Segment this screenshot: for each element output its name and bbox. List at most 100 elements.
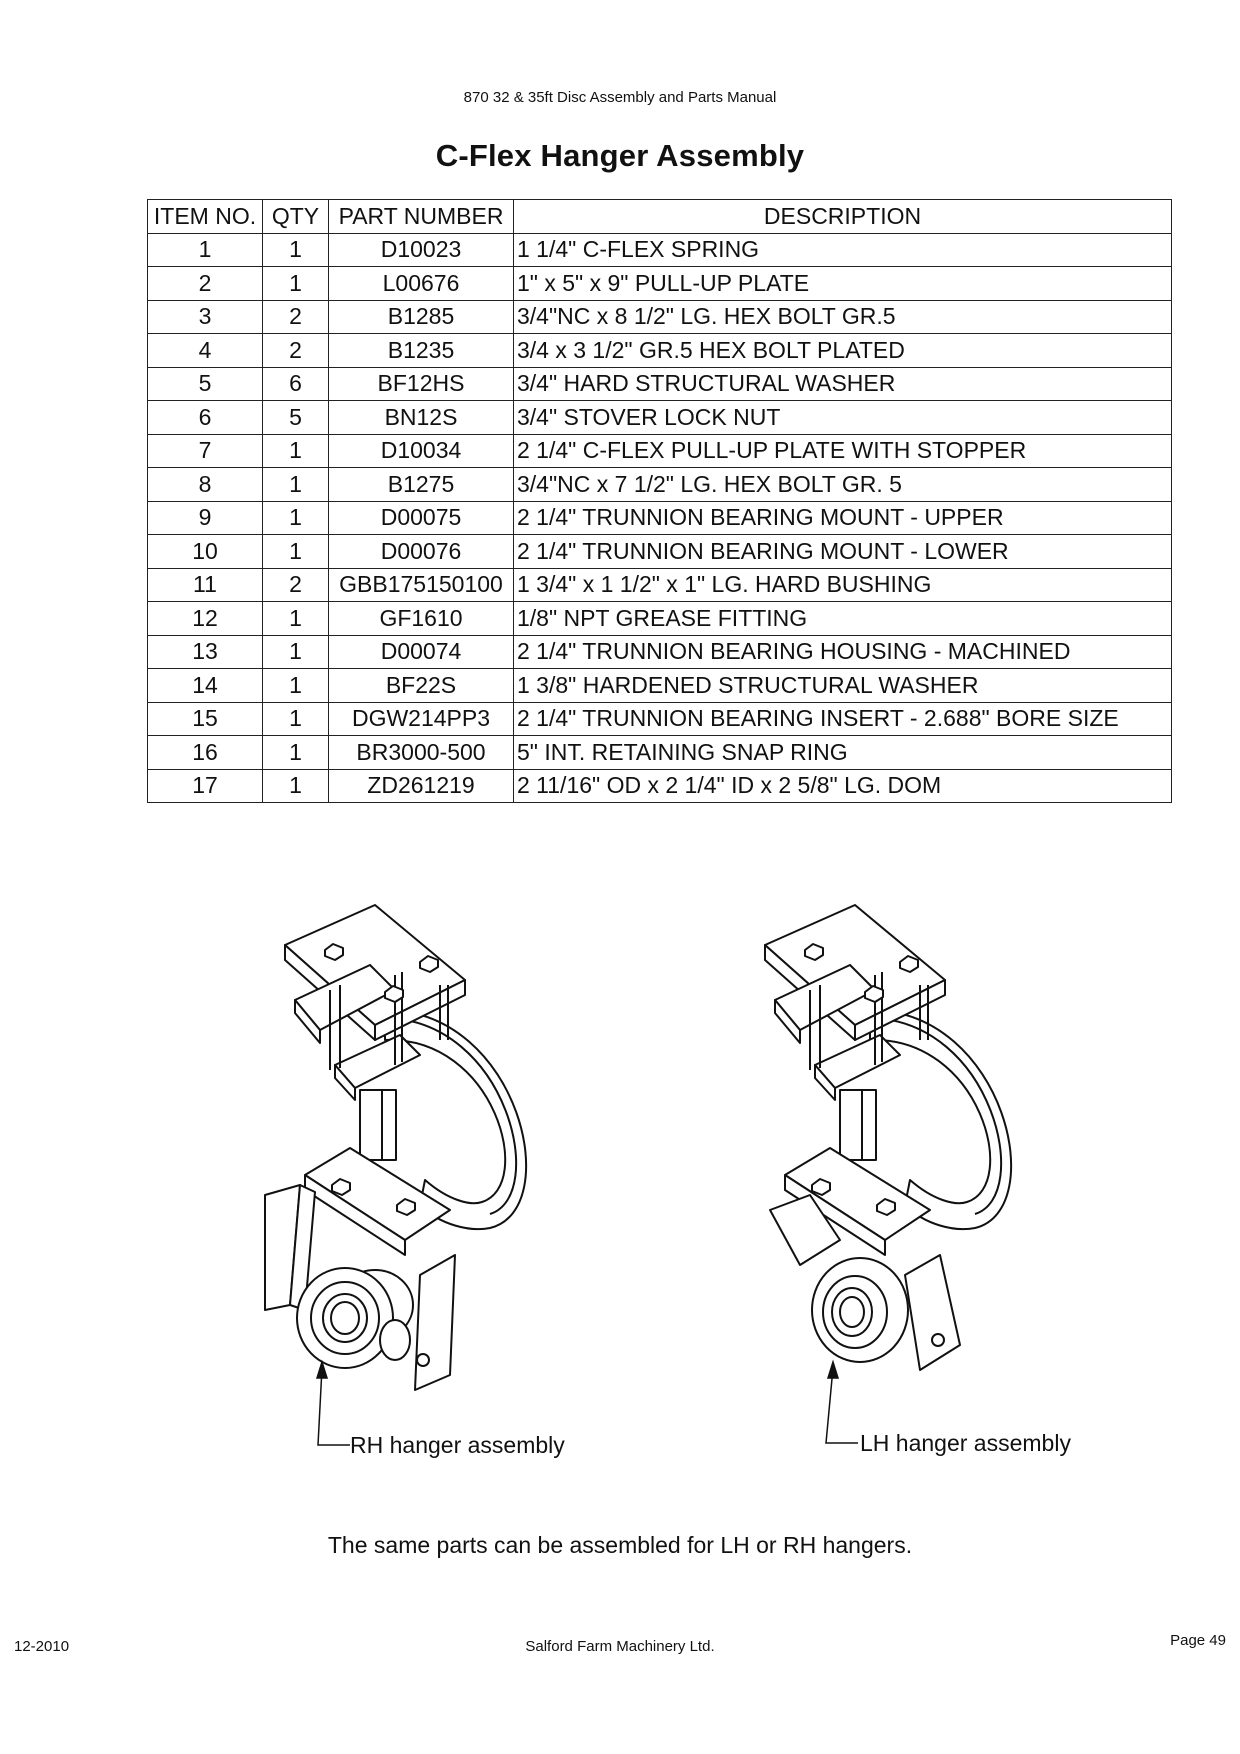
- qty-cell: 1: [262, 467, 329, 502]
- qty-cell: 1: [262, 500, 329, 535]
- column-header-qty: QTY: [262, 199, 329, 234]
- description-cell: 2 11/16" OD x 2 1/4" ID x 2 5/8" LG. DOM: [513, 768, 1172, 803]
- description-cell: 1 3/8" HARDENED STRUCTURAL WASHER: [513, 668, 1172, 703]
- part-number-cell: BF22S: [328, 668, 514, 703]
- part-number-cell: B1235: [328, 333, 514, 368]
- figure-caption: The same parts can be assembled for LH o…: [327, 1532, 913, 1558]
- part-number-cell: DGW214PP3: [328, 701, 514, 736]
- table-header-row: ITEM NO. QTY PART NUMBER DESCRIPTION: [147, 199, 1172, 234]
- item-no-cell: 2: [147, 266, 263, 301]
- description-cell: 3/4 x 3 1/2" GR.5 HEX BOLT PLATED: [513, 333, 1172, 368]
- part-number-cell: D00076: [328, 534, 514, 569]
- rh-hanger-label: RH hanger assembly: [350, 1432, 565, 1458]
- footer-company: Salford Farm Machinery Ltd.: [525, 1638, 715, 1655]
- column-header-description: DESCRIPTION: [513, 199, 1172, 234]
- part-number-cell: D00075: [328, 500, 514, 535]
- rh-hanger-drawing: [264, 904, 528, 1391]
- item-no-cell: 3: [147, 299, 263, 334]
- lh-hanger-label: LH hanger assembly: [860, 1430, 1071, 1456]
- part-number-cell: BN12S: [328, 400, 514, 435]
- item-no-cell: 11: [147, 567, 263, 602]
- description-cell: 3/4"NC x 8 1/2" LG. HEX BOLT GR.5: [513, 299, 1172, 334]
- qty-cell: 1: [262, 266, 329, 301]
- item-no-cell: 13: [147, 634, 263, 669]
- item-no-cell: 15: [147, 701, 263, 736]
- description-cell: 2 1/4" TRUNNION BEARING MOUNT - UPPER: [513, 500, 1172, 535]
- part-number-cell: B1275: [328, 467, 514, 502]
- lh-hanger-drawing: [764, 904, 1013, 1371]
- lh-leader-line: [825, 1367, 858, 1444]
- footer-page-number: Page 49: [1170, 1632, 1226, 1649]
- qty-cell: 1: [262, 768, 329, 803]
- description-cell: 3/4" STOVER LOCK NUT: [513, 400, 1172, 435]
- qty-cell: 2: [262, 299, 329, 334]
- description-cell: 1 1/4" C-FLEX SPRING: [513, 232, 1172, 267]
- part-number-cell: D10023: [328, 232, 514, 267]
- rh-leader-line: [317, 1367, 350, 1446]
- item-no-cell: 4: [147, 333, 263, 368]
- item-no-cell: 12: [147, 601, 263, 636]
- part-number-cell: D10034: [328, 433, 514, 468]
- item-no-cell: 1: [147, 232, 263, 267]
- qty-cell: 1: [262, 433, 329, 468]
- part-number-cell: GBB175150100: [328, 567, 514, 602]
- qty-cell: 1: [262, 232, 329, 267]
- part-number-cell: GF1610: [328, 601, 514, 636]
- part-number-cell: L00676: [328, 266, 514, 301]
- manual-title: 870 32 & 35ft Disc Assembly and Parts Ma…: [463, 89, 777, 106]
- item-no-cell: 7: [147, 433, 263, 468]
- description-cell: 2 1/4" C-FLEX PULL-UP PLATE WITH STOPPER: [513, 433, 1172, 468]
- qty-cell: 1: [262, 601, 329, 636]
- item-no-cell: 17: [147, 768, 263, 803]
- item-no-cell: 5: [147, 366, 263, 401]
- description-cell: 2 1/4" TRUNNION BEARING INSERT - 2.688" …: [513, 701, 1172, 736]
- qty-cell: 1: [262, 534, 329, 569]
- column-header-item-no: ITEM NO.: [147, 199, 263, 234]
- description-cell: 1/8" NPT GREASE FITTING: [513, 601, 1172, 636]
- item-no-cell: 16: [147, 735, 263, 770]
- footer-date: 12-2010: [14, 1638, 70, 1655]
- part-number-cell: ZD261219: [328, 768, 514, 803]
- description-cell: 3/4" HARD STRUCTURAL WASHER: [513, 366, 1172, 401]
- part-number-cell: D00074: [328, 634, 514, 669]
- hanger-assembly-drawing: [264, 904, 1013, 1446]
- qty-cell: 5: [262, 400, 329, 435]
- part-number-cell: B1285: [328, 299, 514, 334]
- qty-cell: 1: [262, 668, 329, 703]
- item-no-cell: 14: [147, 668, 263, 703]
- description-cell: 1 3/4" x 1 1/2" x 1" LG. HARD BUSHING: [513, 567, 1172, 602]
- item-no-cell: 10: [147, 534, 263, 569]
- qty-cell: 1: [262, 634, 329, 669]
- qty-cell: 2: [262, 333, 329, 368]
- description-cell: 2 1/4" TRUNNION BEARING HOUSING - MACHIN…: [513, 634, 1172, 669]
- item-no-cell: 6: [147, 400, 263, 435]
- qty-cell: 2: [262, 567, 329, 602]
- item-no-cell: 9: [147, 500, 263, 535]
- part-number-cell: BF12HS: [328, 366, 514, 401]
- qty-cell: 6: [262, 366, 329, 401]
- description-cell: 1" x 5" x 9" PULL-UP PLATE: [513, 266, 1172, 301]
- description-cell: 2 1/4" TRUNNION BEARING MOUNT - LOWER: [513, 534, 1172, 569]
- qty-cell: 1: [262, 701, 329, 736]
- item-no-cell: 8: [147, 467, 263, 502]
- column-header-part-number: PART NUMBER: [328, 199, 514, 234]
- description-cell: 5" INT. RETAINING SNAP RING: [513, 735, 1172, 770]
